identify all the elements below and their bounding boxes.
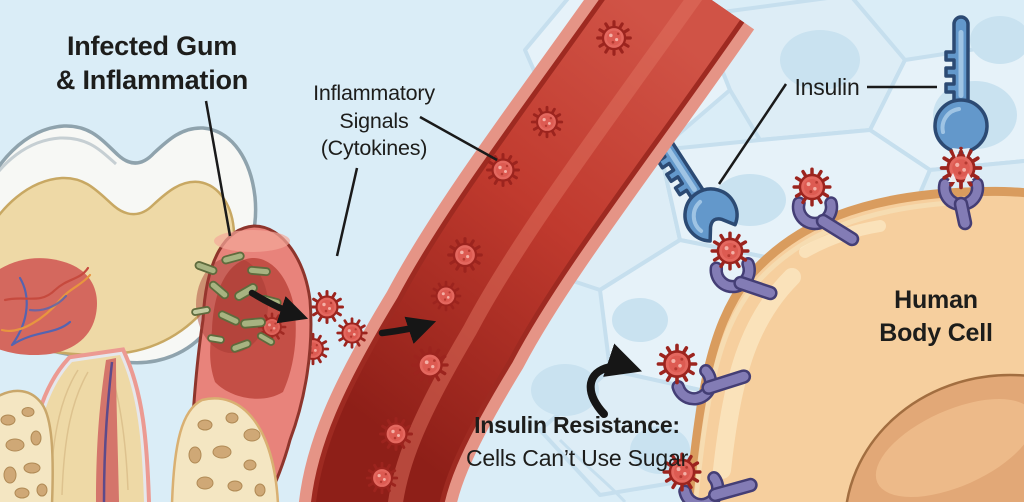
blood-vessel: [298, 0, 755, 502]
label-inflammatory-signals: Inflammatory Signals (Cytokines): [313, 80, 435, 163]
bacteria-rods: [191, 251, 282, 353]
leader-insulin-left: [717, 83, 788, 185]
leader-signals-vessel: [419, 115, 498, 162]
root-canal: [96, 358, 119, 502]
label-infected-gum: Infected Gum & Inflammation: [56, 30, 248, 98]
jaw-bone: [0, 389, 54, 502]
annotations: [204, 83, 937, 418]
insulin-receptor: [709, 257, 778, 301]
label-insulin-resistance: Insulin Resistance: Cells Can’t Use Suga…: [466, 409, 688, 476]
inflamed-area: [210, 257, 296, 399]
tooth-illustration: [0, 124, 258, 502]
pulp-chamber: [0, 258, 97, 355]
label-human-body-cell: Human Body Cell: [879, 284, 993, 349]
label-cell-line1: Human: [894, 286, 978, 314]
label-infected-gum-line2: & Inflammation: [55, 64, 249, 95]
label-signals-line3: (Cytokines): [320, 136, 428, 161]
label-cell-line2: Body Cell: [879, 318, 993, 347]
infected-gum: [170, 224, 313, 502]
insulin-receptor: [937, 177, 985, 231]
label-signals-line1: Inflammatory: [313, 81, 435, 105]
insulin-key-icon: [637, 118, 739, 243]
leader-lines: [204, 83, 937, 257]
label-insulin: Insulin: [794, 74, 860, 100]
blocked-receptors: [656, 167, 985, 502]
insulin-receptor: [791, 196, 860, 247]
label-resistance-line1: Insulin Resistance:: [474, 412, 680, 438]
insulin-receptor: [671, 364, 752, 406]
leader-infected-gum: [204, 100, 232, 237]
arrow-cytokines-to-vessel: [378, 316, 437, 344]
label-infected-gum-line1: Infected Gum: [66, 31, 238, 61]
insulin-receptor: [678, 471, 758, 502]
root-nerve: [102, 361, 114, 502]
label-resistance-line2: Cells Can’t Use Sugar: [465, 445, 689, 472]
arrow-gum-to-cytokines: [248, 289, 309, 324]
key-teeth: [948, 148, 973, 182]
leader-signals-cytokines: [335, 167, 359, 257]
bone-papilla: [170, 397, 280, 502]
label-signals-line2: Signals: [339, 108, 409, 133]
arrow-resistance-to-receptor: [586, 343, 643, 418]
pulp-nerves: [0, 266, 92, 347]
